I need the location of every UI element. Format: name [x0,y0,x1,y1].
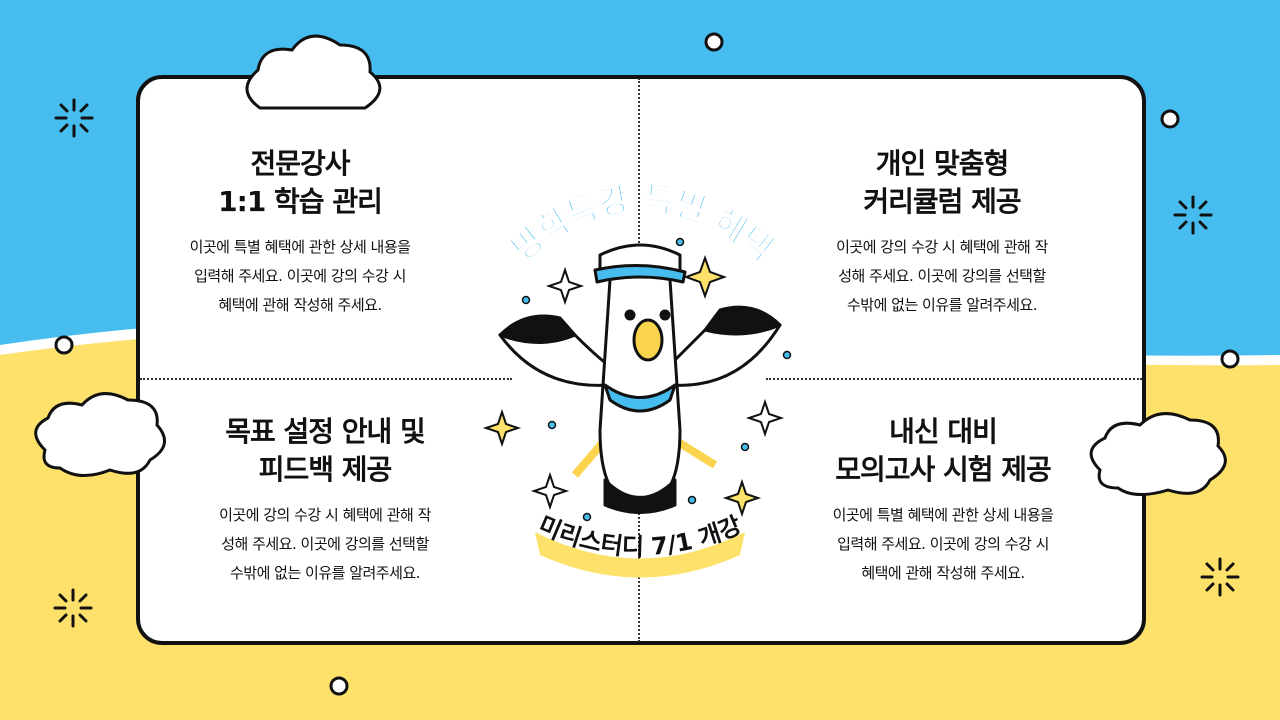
horizontal-divider-left [140,378,512,380]
benefit-title: 개인 맞춤형 [875,147,1010,180]
ribbon-banner [535,532,745,578]
benefit-text: 이곳에 강의 수강 시 혜택에 관해 작 [836,238,1048,256]
benefit-title: 전문강사 [250,147,350,180]
benefit-text: 혜택에 관해 작성해 주세요. [861,564,1025,582]
benefit-text: 입력해 주세요. 이곳에 강의 수강 시 [837,535,1049,553]
benefit-text: 입력해 주세요. 이곳에 강의 수강 시 [194,267,406,285]
sparkle-icon [482,255,762,518]
benefit-title: 1:1 학습 관리 [218,185,383,218]
benefit-text: 수밖에 없는 이유를 알려주세요. [847,296,1037,314]
benefit-text: 이곳에 특별 혜택에 관한 상세 내용을 [832,506,1054,524]
benefit-title: 커리큘럼 제공 [863,185,1021,218]
benefit-text: 수밖에 없는 이유를 알려주세요. [230,564,420,582]
benefit-text: 이곳에 강의 수강 시 혜택에 관해 작 [219,506,431,524]
benefit-text: 성해 주세요. 이곳에 강의를 선택할 [838,267,1046,285]
benefit-text: 이곳에 특별 혜택에 관한 상세 내용을 [189,238,411,256]
seagull-mascot: 방학특강 특별 혜택 미리스터디 7/1 개강 [482,178,792,578]
benefit-title: 내신 대비 [889,415,998,448]
benefit-text: 성해 주세요. 이곳에 강의를 선택할 [221,535,429,553]
horizontal-divider-right [766,378,1142,380]
benefit-title: 모의고사 시험 제공 [835,453,1052,486]
benefit-title: 목표 설정 안내 및 [225,415,426,448]
benefit-title: 피드백 제공 [258,453,393,486]
benefit-text: 혜택에 관해 작성해 주세요. [218,296,382,314]
